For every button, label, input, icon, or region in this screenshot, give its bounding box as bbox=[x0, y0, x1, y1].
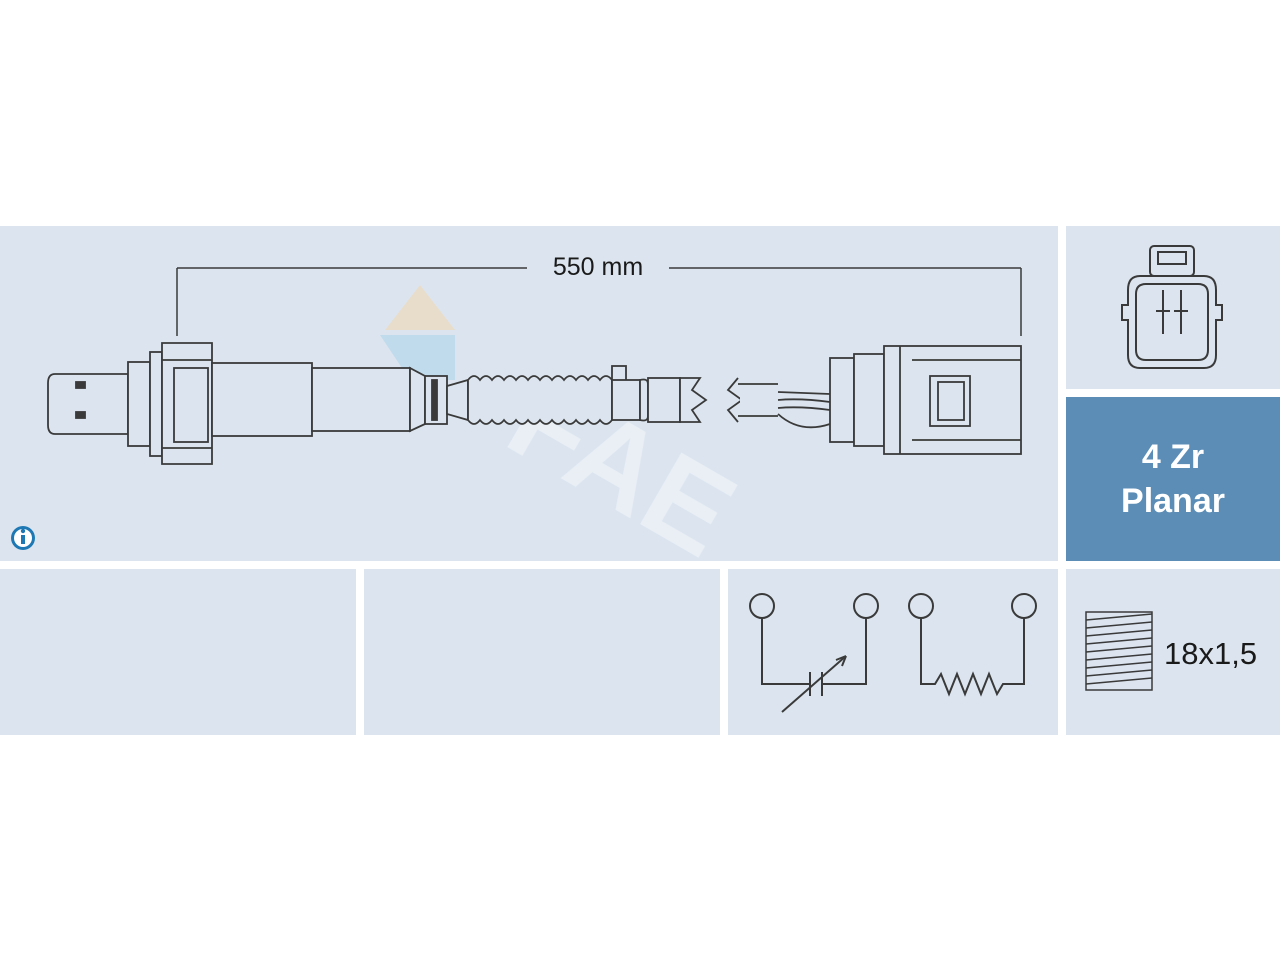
oxygen-sensor-drawing bbox=[47, 342, 1022, 465]
circuit-panel bbox=[728, 569, 1058, 735]
info-icon[interactable] bbox=[11, 526, 35, 550]
empty-panel-1 bbox=[0, 569, 356, 735]
sensor-type-panel: 4 Zr Planar bbox=[1066, 397, 1280, 561]
sensor-type-line2: Planar bbox=[1121, 482, 1225, 520]
circuit-diagram bbox=[749, 593, 1037, 713]
length-label: 550 mm bbox=[553, 253, 643, 281]
sensor-type-line1: 4 Zr bbox=[1141, 438, 1205, 476]
empty-panel-2 bbox=[364, 569, 720, 735]
protective-boot bbox=[467, 375, 613, 425]
dimension-line bbox=[176, 267, 1022, 336]
fae-watermark: FAE bbox=[380, 285, 756, 583]
connector-face-icon bbox=[1121, 245, 1223, 369]
thread-size-label: 18x1,5 bbox=[1164, 636, 1258, 671]
thread-icon bbox=[1085, 611, 1153, 691]
